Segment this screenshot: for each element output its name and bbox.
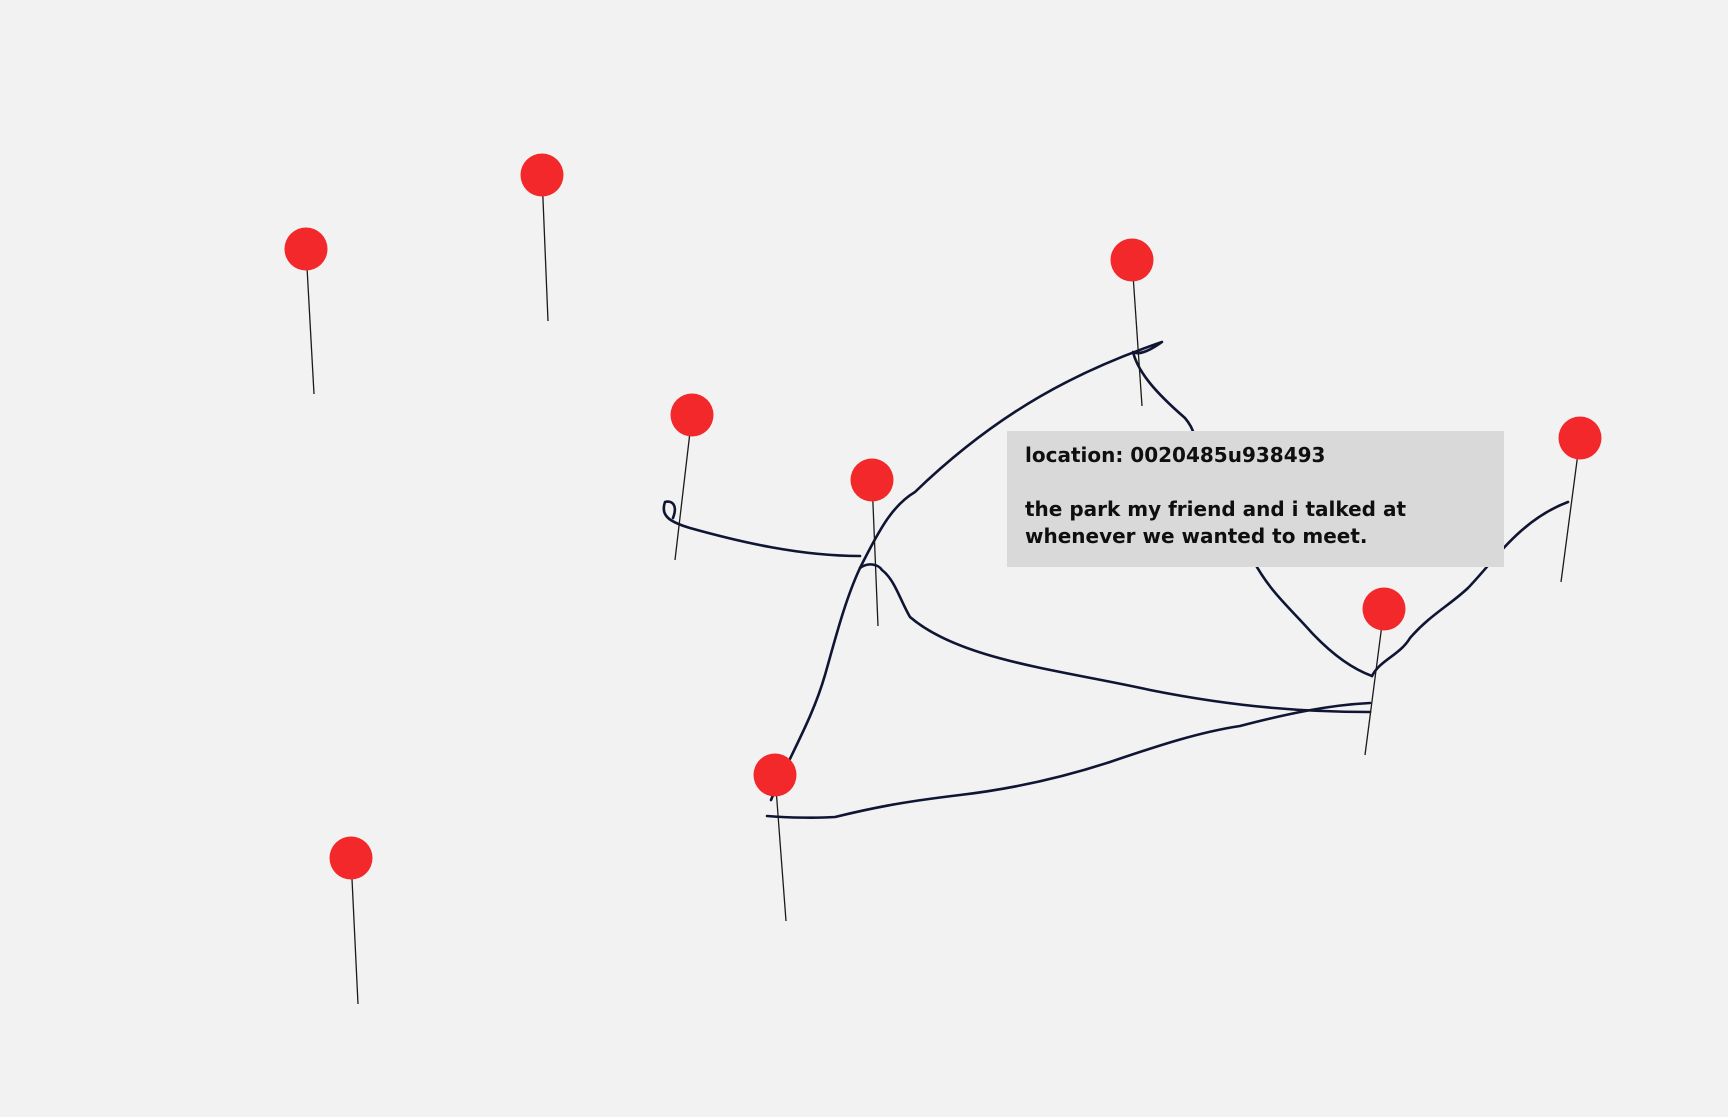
map-pin-icon[interactable] — [1558, 416, 1602, 460]
map-pin-icon[interactable] — [670, 393, 714, 437]
route-lines — [662, 340, 1570, 819]
tooltip-description: the park my friend and i talked at whene… — [1025, 497, 1407, 548]
pin-needle — [350, 857, 359, 1005]
pin-needle — [674, 414, 693, 561]
route-line — [858, 563, 1372, 714]
pin-needle — [1560, 437, 1581, 583]
route-line — [1251, 558, 1374, 678]
route-line — [858, 340, 1196, 570]
pin-needle — [541, 174, 549, 322]
map-pin-icon[interactable] — [329, 836, 373, 880]
location-tooltip: location: 0020485u938493 the park my fri… — [1007, 431, 1504, 567]
map-pin-icon[interactable] — [284, 227, 328, 271]
pin-needle — [305, 248, 315, 395]
route-line — [765, 701, 1372, 819]
pin-needle — [1364, 608, 1385, 756]
tooltip-location-id: location: 0020485u938493 — [1025, 443, 1326, 467]
pin-needle — [774, 774, 787, 922]
route-line — [662, 500, 862, 558]
pin-needle — [871, 479, 879, 627]
map-pin-icon[interactable] — [850, 458, 894, 502]
map-pin-icon[interactable] — [520, 153, 564, 197]
map-pins — [284, 153, 1602, 1005]
pin-needle — [1131, 259, 1143, 407]
map-pin-icon[interactable] — [1110, 238, 1154, 282]
map-pin-icon[interactable] — [1362, 587, 1406, 631]
route-line — [1370, 500, 1570, 678]
map-pin-icon[interactable] — [753, 753, 797, 797]
